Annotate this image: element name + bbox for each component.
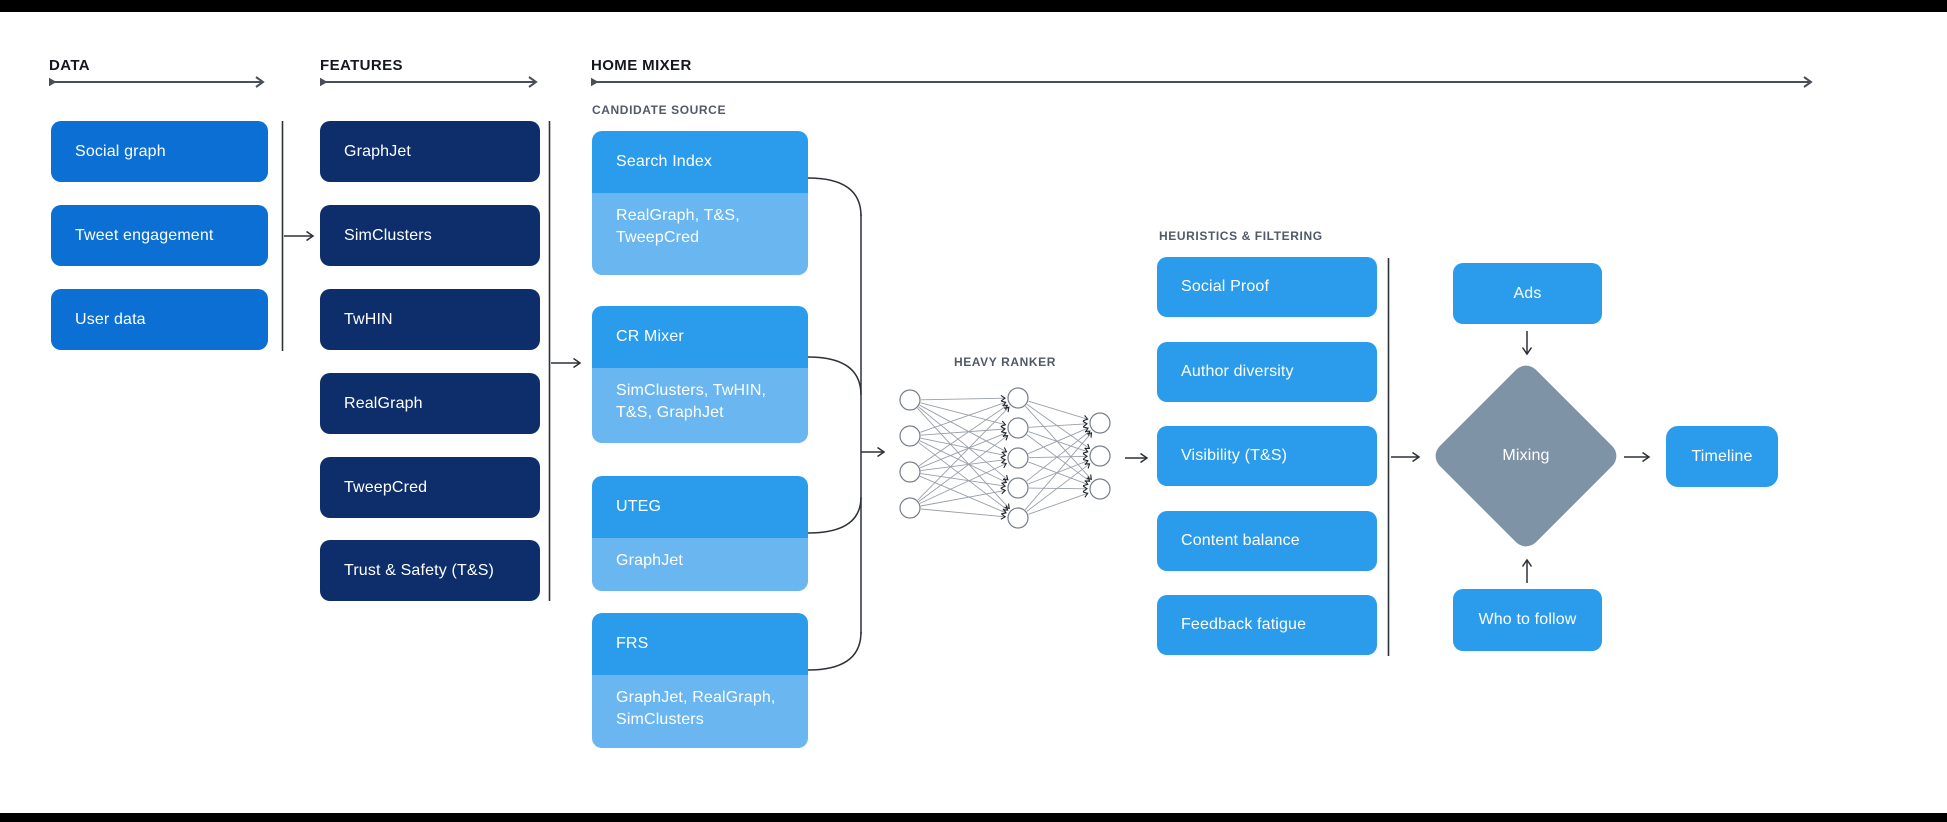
- box-label: GraphJet: [344, 142, 412, 160]
- neural-net-node: [899, 425, 921, 447]
- section-label-home-mixer: HOME MIXER: [591, 57, 692, 74]
- box-label: UTEG: [616, 498, 662, 515]
- candidate-header: FRS: [592, 613, 808, 675]
- box-label: TwHIN: [344, 310, 393, 328]
- neural-net-node: [1007, 447, 1029, 469]
- features-box-realgraph: RealGraph: [320, 373, 540, 434]
- features-box-simclusters: SimClusters: [320, 205, 540, 266]
- candidate-box-search-index: Search Index RealGraph, T&S, TweepCred: [592, 131, 808, 275]
- box-label: User data: [75, 310, 146, 328]
- box-label: Mixing: [1502, 447, 1550, 464]
- heuristics-box-social-proof: Social Proof: [1157, 257, 1377, 317]
- box-label: Social graph: [75, 142, 166, 160]
- box-label: Social Proof: [1181, 278, 1270, 295]
- who-to-follow-box: Who to follow: [1453, 589, 1602, 651]
- ads-box: Ads: [1453, 263, 1602, 324]
- candidate-source-label: CANDIDATE SOURCE: [592, 103, 727, 117]
- box-label: Author diversity: [1181, 363, 1294, 380]
- timeline-box: Timeline: [1666, 426, 1778, 487]
- data-box-user-data: User data: [51, 289, 268, 350]
- candidate-header: CR Mixer: [592, 306, 808, 368]
- frs-connector: [807, 631, 862, 671]
- box-label: Trust & Safety (T&S): [344, 561, 494, 579]
- box-label: TweepCred: [344, 478, 428, 496]
- box-label: Ads: [1513, 284, 1542, 302]
- heavy-ranker-label: HEAVY RANKER: [953, 355, 1057, 369]
- box-label: Timeline: [1691, 447, 1753, 465]
- neural-net-node: [1007, 387, 1029, 409]
- candidate-sub-features: GraphJet: [592, 538, 808, 591]
- neural-net-node: [1007, 477, 1029, 499]
- section-label-features: FEATURES: [320, 57, 403, 74]
- box-label: Content balance: [1181, 532, 1300, 549]
- bottom-letterbox-bar: [0, 813, 1947, 822]
- heuristics-filtering-label: HEURISTICS & FILTERING: [1159, 229, 1323, 243]
- data-box-social-graph: Social graph: [51, 121, 268, 182]
- box-label: FRS: [616, 635, 649, 652]
- search-index-connector: [807, 177, 862, 217]
- box-label: SimClusters: [344, 226, 432, 244]
- candidate-sub-features: GraphJet, RealGraph, SimClusters: [592, 675, 808, 748]
- neural-net-nodes: [899, 387, 1111, 529]
- cr-mixer-connector: [807, 356, 862, 396]
- candidate-box-cr-mixer: CR Mixer SimClusters, TwHIN, T&S, GraphJ…: [592, 306, 808, 443]
- features-box-tweepcred: TweepCred: [320, 457, 540, 518]
- neural-net-edges: [917, 395, 1093, 520]
- neural-net-node: [1089, 445, 1111, 467]
- heuristics-box-content-balance: Content balance: [1157, 511, 1377, 571]
- features-box-trust-safety: Trust & Safety (T&S): [320, 540, 540, 601]
- features-box-graphjet: GraphJet: [320, 121, 540, 182]
- heuristics-box-visibility: Visibility (T&S): [1157, 426, 1377, 486]
- section-label-data: DATA: [49, 57, 91, 74]
- top-letterbox-bar: [0, 0, 1947, 12]
- heuristics-box-feedback-fatigue: Feedback fatigue: [1157, 595, 1377, 655]
- box-label: Search Index: [616, 153, 713, 170]
- features-box-twhin: TwHIN: [320, 289, 540, 350]
- candidate-sub-features: RealGraph, T&S, TweepCred: [592, 193, 808, 275]
- neural-net-node: [1089, 478, 1111, 500]
- box-label: Tweet engagement: [75, 226, 214, 244]
- neural-net-node: [899, 497, 921, 519]
- neural-net-node: [1089, 412, 1111, 434]
- heuristics-box-author-diversity: Author diversity: [1157, 342, 1377, 402]
- candidate-header: Search Index: [592, 131, 808, 193]
- box-label: Who to follow: [1478, 611, 1577, 628]
- mixing-diamond: Mixing: [1429, 359, 1623, 553]
- box-label: CR Mixer: [616, 328, 684, 345]
- candidate-header: UTEG: [592, 476, 808, 538]
- data-box-tweet-engagement: Tweet engagement: [51, 205, 268, 266]
- uteg-connector: [807, 496, 862, 534]
- candidate-box-uteg: UTEG GraphJet: [592, 476, 808, 591]
- neural-net-node: [899, 389, 921, 411]
- candidate-box-frs: FRS GraphJet, RealGraph, SimClusters: [592, 613, 808, 748]
- candidate-sub-features: SimClusters, TwHIN, T&S, GraphJet: [592, 368, 808, 443]
- box-label: Visibility (T&S): [1181, 447, 1288, 464]
- neural-net-node: [1007, 507, 1029, 529]
- box-label: RealGraph: [344, 394, 423, 412]
- box-label: Feedback fatigue: [1181, 616, 1307, 633]
- neural-net-node: [1007, 417, 1029, 439]
- neural-net-node: [899, 461, 921, 483]
